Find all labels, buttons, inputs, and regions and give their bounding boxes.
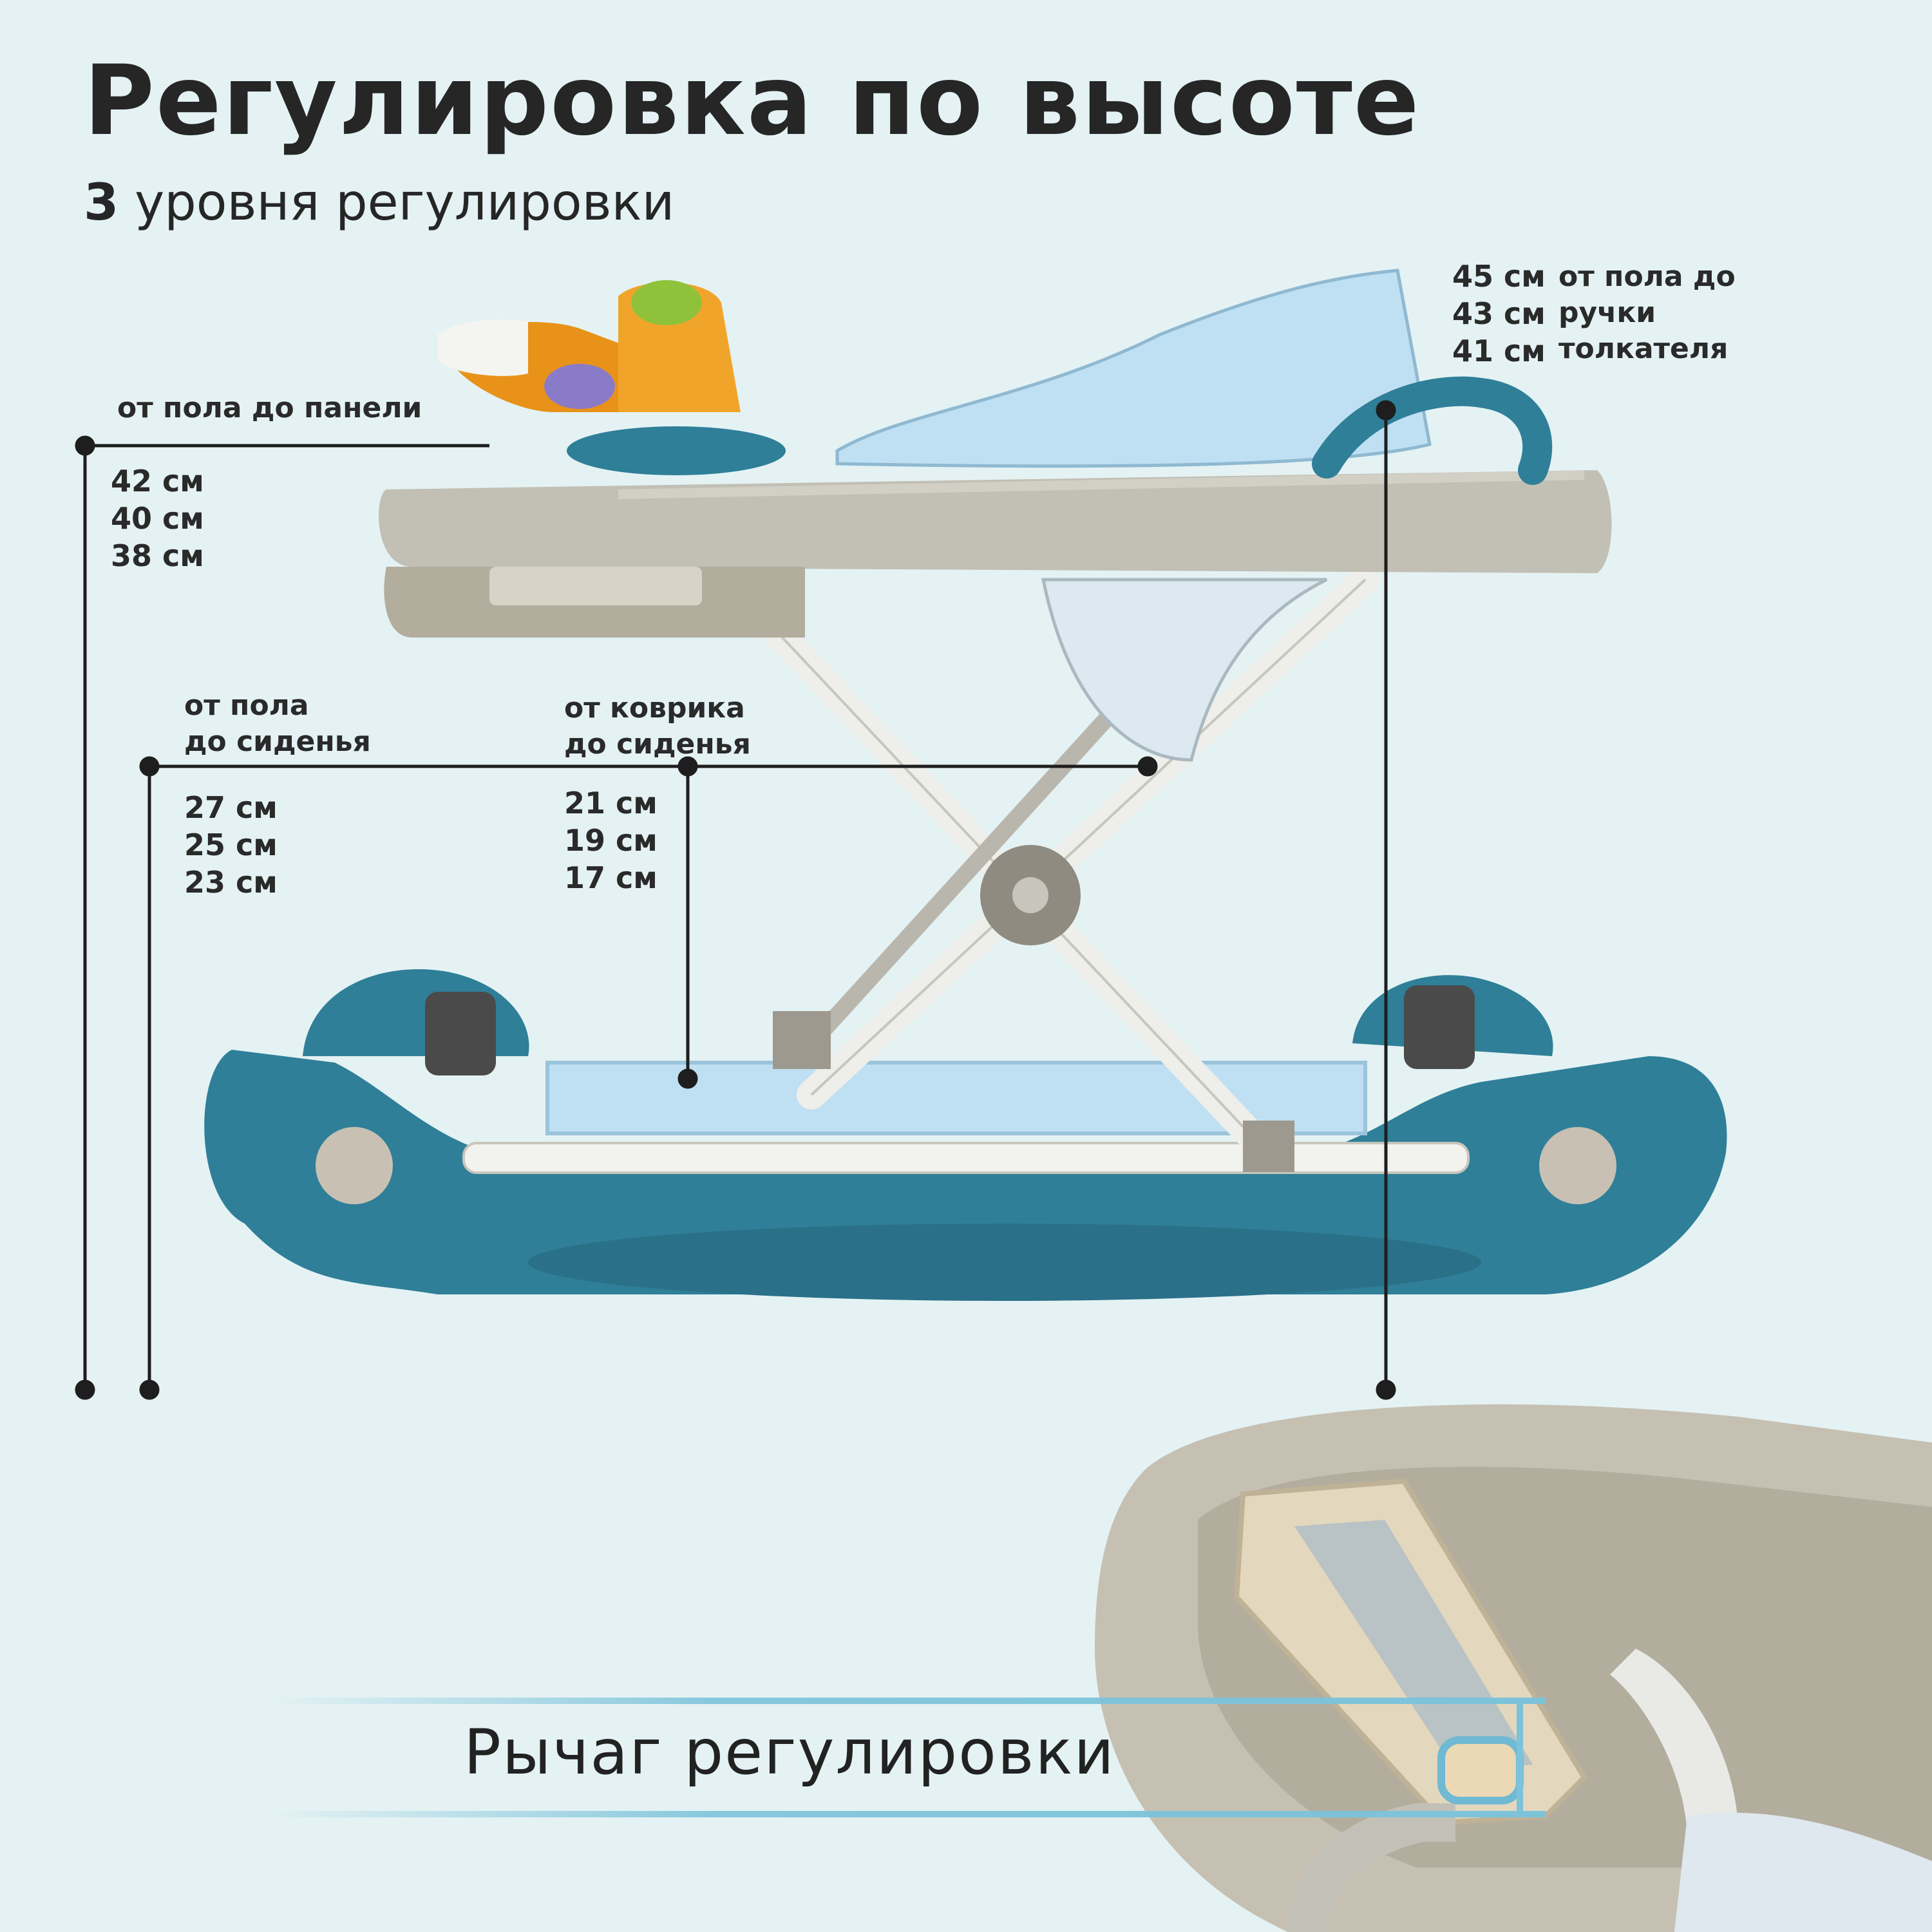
seat-mat-guide-dot-top xyxy=(677,756,698,777)
panel-height-label: от пола до панели xyxy=(117,392,422,424)
wheel-cap-left xyxy=(316,1127,393,1204)
seat-backrest xyxy=(835,269,1432,468)
handle-label-line: от пола до xyxy=(1558,260,1736,293)
panel-height-values: 42 см 40 см 38 см xyxy=(111,462,204,574)
seat-floor-label: от пола до сиденья xyxy=(184,688,371,760)
seat-floor-value: 27 см xyxy=(184,790,278,825)
panel-guide-dot-top xyxy=(75,435,95,456)
panel-height-value: 40 см xyxy=(111,501,204,536)
seat-guide-dot-seat xyxy=(1137,756,1158,777)
toy-panel xyxy=(567,426,786,475)
seat-floor-value: 23 см xyxy=(184,865,278,900)
caption-line-top xyxy=(270,1698,1546,1704)
seat-floor-guide-dot-bottom xyxy=(139,1379,160,1400)
handle-height-value: 45 см xyxy=(1452,259,1546,294)
caption-line-bottom xyxy=(270,1811,1546,1817)
handle-height-value: 41 см xyxy=(1452,334,1546,368)
handle-label-line: ручки xyxy=(1558,296,1656,329)
subtitle-number: 3 xyxy=(84,174,119,232)
handle-label-line: толкателя xyxy=(1558,332,1728,365)
seat-floor-values: 27 см 25 см 23 см xyxy=(184,789,278,901)
page-subtitle: 3 уровня регулировки xyxy=(84,174,674,232)
push-handle xyxy=(1312,376,1553,485)
seat-mat-label-line: от коврика xyxy=(564,692,745,724)
seat-floor-value: 25 см xyxy=(184,828,278,862)
panel-height-value: 42 см xyxy=(111,464,204,498)
seat-mat-values: 21 см 19 см 17 см xyxy=(564,784,658,896)
wheel-cap-right xyxy=(1539,1127,1616,1204)
seat-mat-label: от коврика до сиденья xyxy=(564,690,751,762)
seat-floor-label-line: до сиденья xyxy=(184,725,371,758)
seat-floor-label-line: от пола xyxy=(184,689,309,722)
seat-mat-guide-dot-bottom xyxy=(677,1068,698,1089)
seat-mat-label-line: до сиденья xyxy=(564,728,751,761)
panel-height-value: 38 см xyxy=(111,538,204,573)
handle-guide-dot-top xyxy=(1376,400,1396,421)
page-title: Регулировка по высоте xyxy=(84,45,1421,157)
seat-mat-value: 21 см xyxy=(564,786,658,820)
handle-height-label: от пола до ручки толкателя xyxy=(1558,259,1736,367)
handle-height-values: 45 см 43 см 41 см xyxy=(1452,258,1546,370)
lever-caption: Рычаг регулировки xyxy=(464,1716,1115,1788)
panel-guide-dot-bottom xyxy=(75,1379,95,1400)
handle-height-value: 43 см xyxy=(1452,296,1546,331)
seat-mat-value: 19 см xyxy=(564,823,658,858)
seat-fabric xyxy=(1041,578,1328,762)
seat-mat-value: 17 см xyxy=(564,860,658,895)
subtitle-text: уровня регулировки xyxy=(135,174,675,232)
handle-guide-dot-bottom xyxy=(1376,1379,1396,1400)
seat-floor-guide-dot-top xyxy=(139,756,160,777)
floor-mat xyxy=(545,1061,1367,1135)
